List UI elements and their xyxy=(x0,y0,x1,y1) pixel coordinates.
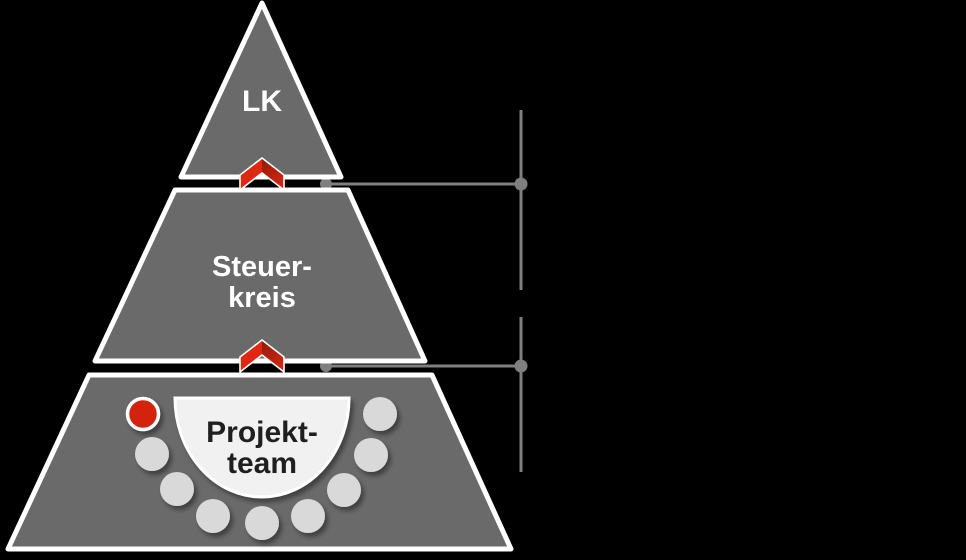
team-member-seat xyxy=(354,438,388,472)
connector-dots xyxy=(320,177,528,373)
team-member-seat xyxy=(363,397,397,431)
chevron-up-icon xyxy=(239,157,285,191)
team-lead-seat xyxy=(125,396,161,432)
team-member-seat xyxy=(160,472,194,506)
connector-dot xyxy=(320,178,332,190)
annotation-brackets xyxy=(326,110,523,472)
team-member-seat xyxy=(291,499,325,533)
connector-dot xyxy=(514,359,528,373)
team-member-seat xyxy=(327,473,361,507)
team-member-seat xyxy=(245,506,279,540)
pyramid-tier-top xyxy=(178,0,344,180)
team-member-seat xyxy=(196,499,230,533)
team-table-semicircle xyxy=(173,396,351,499)
chevron-up-icon xyxy=(239,339,285,373)
team-seats xyxy=(125,396,397,540)
team-member-seat xyxy=(135,437,169,471)
pyramid-tier-middle xyxy=(92,187,428,364)
connector-dot xyxy=(514,177,528,191)
